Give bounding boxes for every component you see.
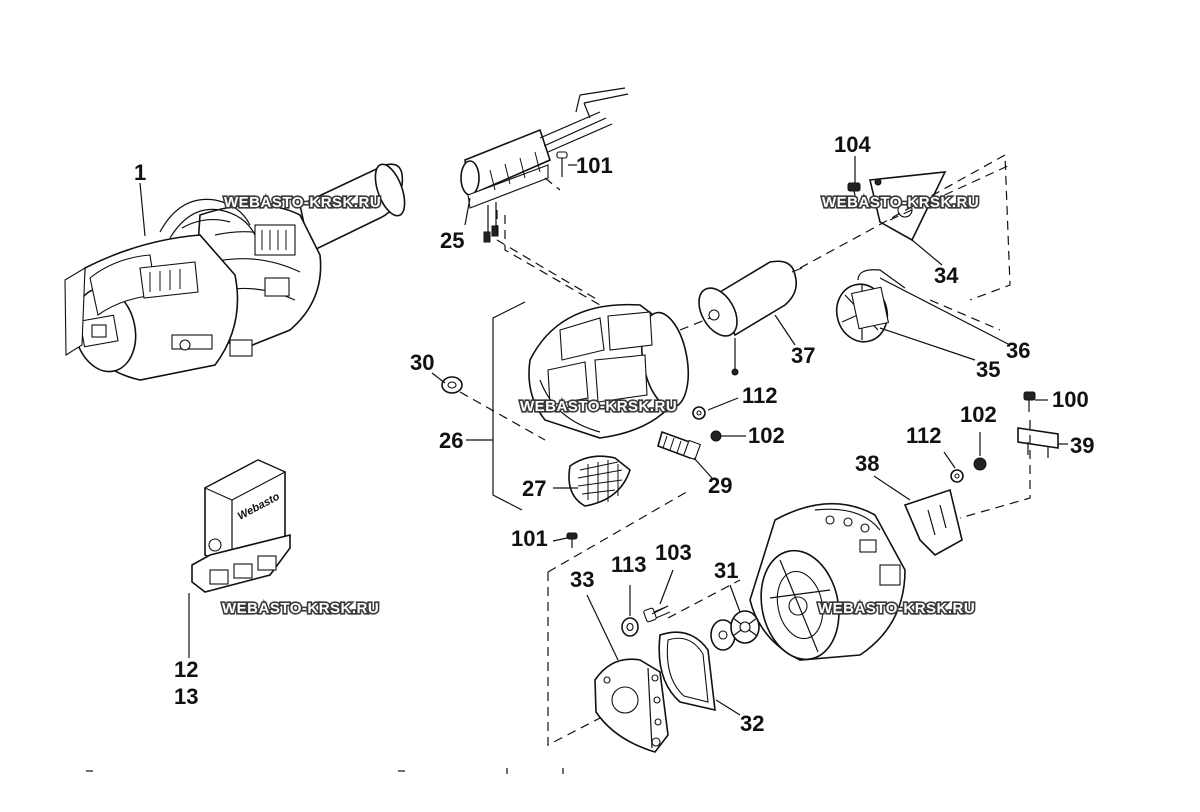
callout-32: 32 <box>740 711 764 736</box>
callout-101-top: 101 <box>576 153 613 178</box>
coupling-part-31[interactable] <box>710 610 760 651</box>
watermark-3: WEBASTO-KRSK.RU <box>520 398 677 415</box>
flame-sensor-part-35[interactable] <box>830 269 906 348</box>
screw-part-102-right[interactable] <box>973 457 987 471</box>
callout-labels: 1 25 101 104 34 37 36 35 30 26 112 102 2… <box>134 132 1094 736</box>
callout-29: 29 <box>708 473 732 498</box>
callout-1: 1 <box>134 160 146 185</box>
callout-35: 35 <box>976 357 1000 382</box>
callout-102-right: 102 <box>960 402 997 427</box>
edge-marks <box>86 768 564 774</box>
motor-part-37[interactable] <box>691 260 803 376</box>
screw-part-104[interactable] <box>847 182 861 201</box>
washer-part-112-right[interactable] <box>950 469 964 483</box>
burner-head-assembly[interactable] <box>749 502 906 667</box>
washer-part-113[interactable] <box>621 617 639 637</box>
strainer-part-27[interactable] <box>568 455 631 507</box>
flange-part-33[interactable] <box>594 658 669 753</box>
screw-part-100[interactable] <box>1023 391 1036 412</box>
watermark-4: WEBASTO-KRSK.RU <box>222 600 379 617</box>
callout-33: 33 <box>570 567 594 592</box>
screw-part-101-top[interactable] <box>556 151 568 177</box>
clip-part-39[interactable] <box>1017 427 1059 458</box>
clip-part-38[interactable] <box>903 488 963 556</box>
callout-13: 13 <box>174 684 198 709</box>
callout-36: 36 <box>1006 338 1030 363</box>
washer-part-112-left[interactable] <box>692 406 706 420</box>
callout-102-left: 102 <box>748 423 785 448</box>
washer-part-30[interactable] <box>441 376 463 394</box>
callout-26: 26 <box>439 428 463 453</box>
callout-25: 25 <box>440 228 464 253</box>
callout-34: 34 <box>934 263 959 288</box>
watermark-2: WEBASTO-KRSK.RU <box>822 194 979 211</box>
gasket-part-32[interactable] <box>658 631 716 712</box>
callout-31: 31 <box>714 558 738 583</box>
callout-39: 39 <box>1070 433 1094 458</box>
callout-104: 104 <box>834 132 871 157</box>
housing-part-26[interactable] <box>528 303 695 439</box>
watermark-1: WEBASTO-KRSK.RU <box>224 194 381 211</box>
watermark-5: WEBASTO-KRSK.RU <box>818 600 975 617</box>
screw-part-101-bottom[interactable] <box>566 532 578 548</box>
callout-27: 27 <box>522 476 546 501</box>
heater-assembly-part-1[interactable] <box>64 161 411 381</box>
callout-100: 100 <box>1052 387 1089 412</box>
callout-38: 38 <box>855 451 879 476</box>
screw-part-102-left[interactable] <box>710 430 730 442</box>
callout-30: 30 <box>410 350 434 375</box>
callout-112-left: 112 <box>742 383 778 408</box>
callout-103: 103 <box>655 540 692 565</box>
callout-12: 12 <box>174 657 198 682</box>
control-unit-part-12[interactable]: Webasto <box>191 459 291 593</box>
callout-112-right: 112 <box>906 423 942 448</box>
glow-plug-part-25[interactable] <box>460 87 629 243</box>
callout-101-bottom: 101 <box>511 526 548 551</box>
watermarks: WEBASTO-KRSK.RU WEBASTO-KRSK.RU WEBASTO-… <box>220 192 980 618</box>
callout-113: 113 <box>611 552 647 577</box>
screw-part-103[interactable] <box>643 605 671 623</box>
nozzle-part-29[interactable] <box>657 430 702 461</box>
callout-37: 37 <box>791 343 815 368</box>
assembly-guide-lines <box>459 154 1031 746</box>
leader-lines <box>139 156 1068 716</box>
